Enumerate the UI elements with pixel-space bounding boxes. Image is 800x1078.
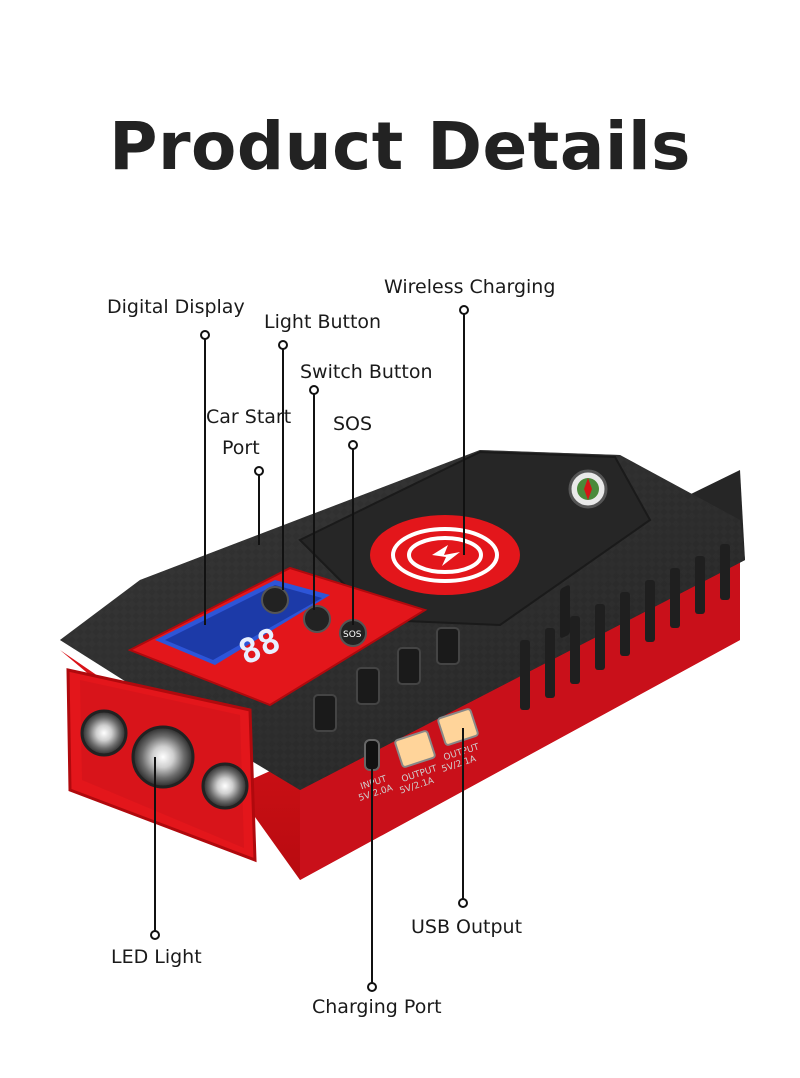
page-title: Product Details bbox=[109, 108, 691, 185]
wireless-charging-pad bbox=[370, 515, 520, 595]
callout-charging-port: Charging Port bbox=[312, 996, 442, 1018]
callout-sos: SOS bbox=[333, 413, 373, 435]
callout-digital-display: Digital Display bbox=[107, 296, 245, 318]
switch-button[interactable] bbox=[303, 605, 331, 633]
sos-button-label: SOS bbox=[343, 630, 362, 640]
lightning-icon bbox=[432, 545, 460, 566]
callout-car-start-port-line2: Port bbox=[222, 437, 260, 459]
callout-switch-button: Switch Button bbox=[300, 361, 433, 383]
control-buttons: SOS bbox=[261, 586, 367, 647]
compass-icon bbox=[568, 469, 608, 509]
led-left bbox=[80, 709, 128, 757]
callout-light-button: Light Button bbox=[264, 311, 382, 333]
callout-lines bbox=[150, 305, 469, 992]
led-center bbox=[131, 725, 195, 789]
callout-car-start-port-line1: Car Start bbox=[206, 406, 292, 428]
led-right bbox=[201, 762, 249, 810]
side-fins bbox=[520, 544, 730, 710]
front-edge-grips bbox=[313, 627, 460, 732]
callout-wireless-charging: Wireless Charging bbox=[384, 276, 556, 298]
led-lights bbox=[80, 709, 249, 810]
callout-usb-output: USB Output bbox=[411, 916, 523, 938]
light-button[interactable] bbox=[261, 586, 289, 614]
callout-led-light: LED Light bbox=[111, 946, 202, 968]
usb-output-port-1[interactable] bbox=[394, 730, 436, 768]
ports: INPUT 5V/2.0A OUTPUT 5V/2.1A OUTPUT 5V/2… bbox=[357, 708, 481, 804]
